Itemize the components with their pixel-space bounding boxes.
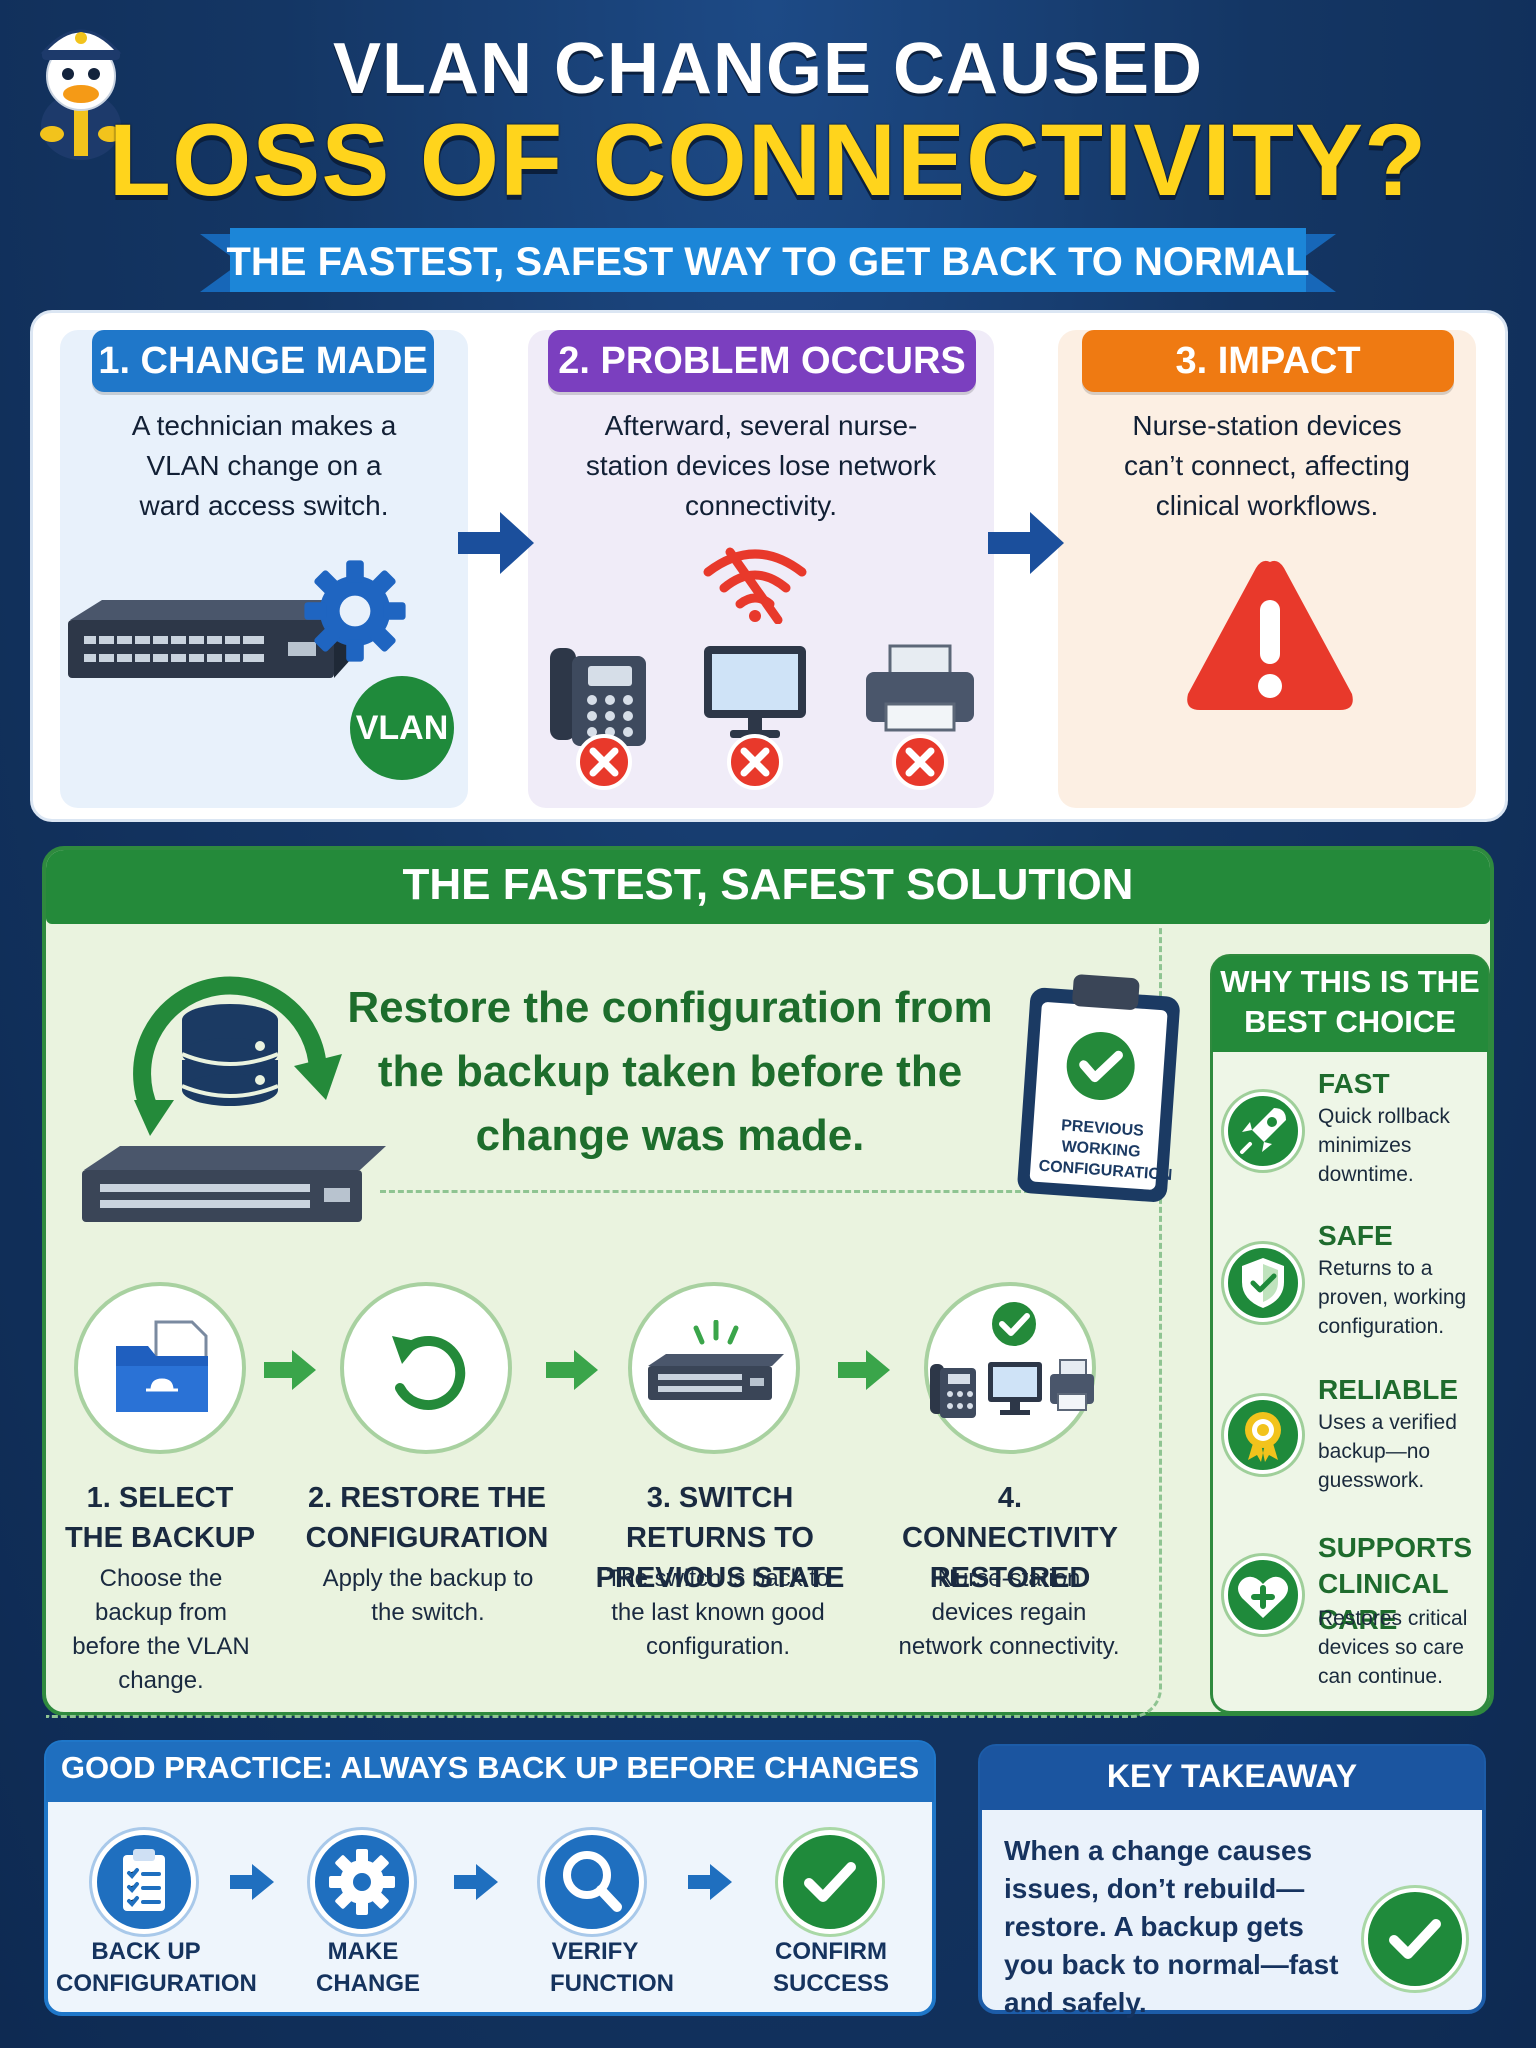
stage-2-desc: Afterward, several nurse-station devices… [585,410,937,521]
step-3-title: 3. SWITCH RETURNS TO PREVIOUS STATE [595,1482,845,1594]
good-practice-header [46,1742,934,1802]
arrow-right-icon [688,1864,732,1900]
arrow-right-icon [988,512,1064,574]
why-item-3-name: RELIABLE [1318,1374,1458,1405]
why-item-1-desc: Quick rollback minimizes downtime. [1318,1105,1450,1186]
shield-check-icon [1224,1244,1302,1322]
switch-online-icon [648,1320,784,1400]
why-item-3-desc: Uses a verified backup—no guesswork. [1318,1411,1457,1492]
good-practice-title: GOOD PRACTICE: ALWAYS BACK UP BEFORE CHA… [60,1750,920,1785]
gp-step-2-label: MAKE CHANGE [316,1938,421,1997]
vlan-badge: VLAN [350,676,454,780]
magnifier-icon [540,1830,644,1934]
arrow-right-icon [838,1350,890,1390]
clipboard-check-icon [1017,974,1180,1202]
why-item-4-desc: Restores critical devices so care can co… [1318,1607,1468,1688]
check-circle-icon [778,1830,882,1934]
gp-step-3-label: VERIFY FUNCTION [550,1938,674,1997]
subtitle-ribbon [200,228,1336,292]
stage-2-label: 2. PROBLEM OCCURS [548,330,976,392]
warning-triangle-icon [1187,560,1353,710]
step-1-desc: Choose the backup from before the VLAN c… [72,1565,250,1694]
desk-phone-icon [550,648,646,790]
solution-header [46,850,1490,924]
why-item-2-name: SAFE [1318,1220,1393,1251]
dashed-connector [380,1190,1030,1193]
step-1-title: 1. SELECT THE BACKUP [64,1482,256,1554]
restore-arrow-icon [392,1336,466,1410]
page-title-line2: LOSS OF CONNECTIVITY? [108,103,1428,217]
monitor-icon [704,646,806,790]
rocket-icon [1224,1092,1302,1170]
arrow-right-icon [546,1350,598,1390]
gear-icon [310,1830,414,1934]
key-takeaway-text: When a change causes issues, don’t rebui… [1004,1835,1339,2018]
step-4-desc: Nurse-station devices regain network con… [898,1565,1120,1660]
heart-plus-icon [1224,1556,1302,1634]
folder-backup-icon [116,1320,208,1412]
subtitle: THE FASTEST, SAFEST WAY TO GET BACK TO N… [226,240,1310,284]
solution-steps-area [46,928,1162,1718]
captain-duck-mascot-icon [40,29,122,160]
award-ribbon-icon [1224,1396,1302,1474]
why-item-4-name: SUPPORTS CLINICAL CARE [1318,1532,1473,1635]
arrow-right-icon [454,1864,498,1900]
page-title-line1: VLAN CHANGE CAUSED [332,29,1204,109]
why-header [1212,956,1488,1052]
database-restore-icon [82,976,386,1222]
solution-statement: Restore the configuration from the backu… [347,983,993,1160]
stage-1-label: 1. CHANGE MADE [92,330,434,392]
devices-connected-icon [930,1298,1094,1418]
step-4-title: 4. CONNECTIVITY RESTORED [902,1482,1118,1594]
key-takeaway-title: KEY TAKEAWAY [1106,1758,1358,1794]
network-switch-icon [68,600,352,678]
arrow-right-icon [458,512,534,574]
step-2-circle [340,1282,512,1454]
clipboard-label: PREVIOUS WORKING CONFIGURATION [1038,1117,1173,1185]
arrow-right-icon [264,1350,316,1390]
check-circle-icon [1364,1888,1466,1990]
solution-title: THE FASTEST, SAFEST SOLUTION [402,860,1134,909]
gp-step-1-label: BACK UP CONFIGURATION [56,1938,257,1997]
stage-3-label: 3. IMPACT [1082,330,1454,392]
gear-icon [304,560,406,662]
why-item-1-name: FAST [1318,1068,1390,1099]
stage-1-desc: A technician makes a VLAN change on a wa… [131,410,397,521]
stage-3-desc: Nurse-station devices can’t connect, aff… [1124,410,1410,521]
step-3-desc: The switch is back to the last known goo… [606,1565,830,1660]
arrow-right-icon [230,1864,274,1900]
clipboard-checklist-icon [92,1830,196,1934]
why-item-2-desc: Returns to a proven, working configurati… [1318,1257,1467,1338]
printer-icon [866,644,974,790]
key-takeaway-header [980,1746,1484,1810]
step-2-desc: Apply the backup to the switch. [322,1565,534,1626]
step-2-title: 2. RESTORE THE CONFIGURATION [305,1482,549,1554]
gp-step-4-label: CONFIRM SUCCESS [772,1938,890,1997]
why-title: WHY THIS IS THE BEST CHOICE [1220,964,1480,1039]
wifi-off-icon [703,547,807,624]
